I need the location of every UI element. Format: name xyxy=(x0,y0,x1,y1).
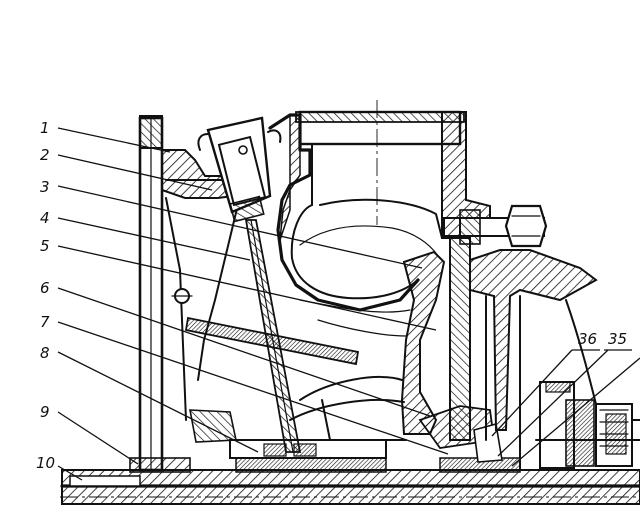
base-plate xyxy=(60,457,640,505)
pump-casing xyxy=(161,100,491,381)
stud-bolt xyxy=(443,204,548,248)
leader-4 xyxy=(57,217,251,261)
callout-5: 5 xyxy=(40,237,50,255)
callout-1: 1 xyxy=(40,119,50,137)
callout-labels: 1 2 3 4 5 6 7 8 9 10 36 35 xyxy=(36,119,627,472)
leader-9 xyxy=(57,411,139,465)
callout-3: 3 xyxy=(40,178,50,196)
impeller xyxy=(229,250,446,459)
leader-extra xyxy=(511,357,640,467)
leader-3 xyxy=(57,185,423,269)
callout-6: 6 xyxy=(40,279,50,297)
leader-10 xyxy=(57,465,83,481)
bearing-housing xyxy=(449,237,640,471)
callout-7: 7 xyxy=(40,313,50,331)
leader-1 xyxy=(57,127,171,153)
inspection-bolt xyxy=(197,116,282,223)
leader-5 xyxy=(57,245,437,331)
left-column xyxy=(129,115,191,473)
callout-8: 8 xyxy=(40,344,50,362)
leader-lines xyxy=(57,127,640,481)
callout-2: 2 xyxy=(40,146,50,164)
callout-10: 10 xyxy=(36,454,55,472)
leader-2 xyxy=(57,154,213,191)
leader-35 xyxy=(497,349,609,457)
callout-35: 35 xyxy=(608,330,627,348)
baffle-plate xyxy=(184,316,360,366)
leader-36 xyxy=(491,349,573,437)
level-rod xyxy=(165,197,193,421)
callout-4: 4 xyxy=(40,209,50,227)
leader-6 xyxy=(57,287,431,417)
leader-7 xyxy=(57,321,449,455)
leader-8 xyxy=(57,351,259,453)
shaft-seal xyxy=(535,381,640,469)
callout-9: 9 xyxy=(40,403,50,421)
callout-36: 36 xyxy=(578,330,597,348)
